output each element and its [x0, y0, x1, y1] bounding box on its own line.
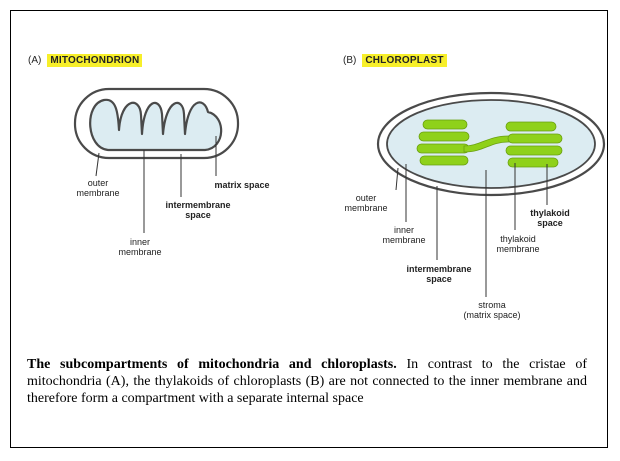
- mito-inner-membrane-label: inner membrane: [110, 237, 170, 257]
- chloro-inner-membrane-label: inner membrane: [374, 225, 434, 245]
- chloro-stroma-label: stroma (matrix space): [452, 300, 532, 320]
- figure-caption: The subcompartments of mitochondria and …: [27, 356, 587, 407]
- chloro-intermembrane-space-label: intermembrane space: [398, 264, 480, 284]
- chloro-thylakoid-space-label: thylakoid space: [522, 208, 578, 228]
- mito-outer-membrane-label: outer membrane: [68, 178, 128, 198]
- chloro-outer-membrane-label: outer membrane: [336, 193, 396, 213]
- chloro-thylakoid-membrane-label: thylakoid membrane: [488, 234, 548, 254]
- mito-inner-membrane-cristae: [90, 100, 221, 150]
- mito-intermembrane-space-label: intermembrane space: [162, 200, 234, 220]
- caption-title: The subcompartments of mitochondria and …: [27, 357, 397, 372]
- mito-matrix-space-label: matrix space: [207, 180, 277, 190]
